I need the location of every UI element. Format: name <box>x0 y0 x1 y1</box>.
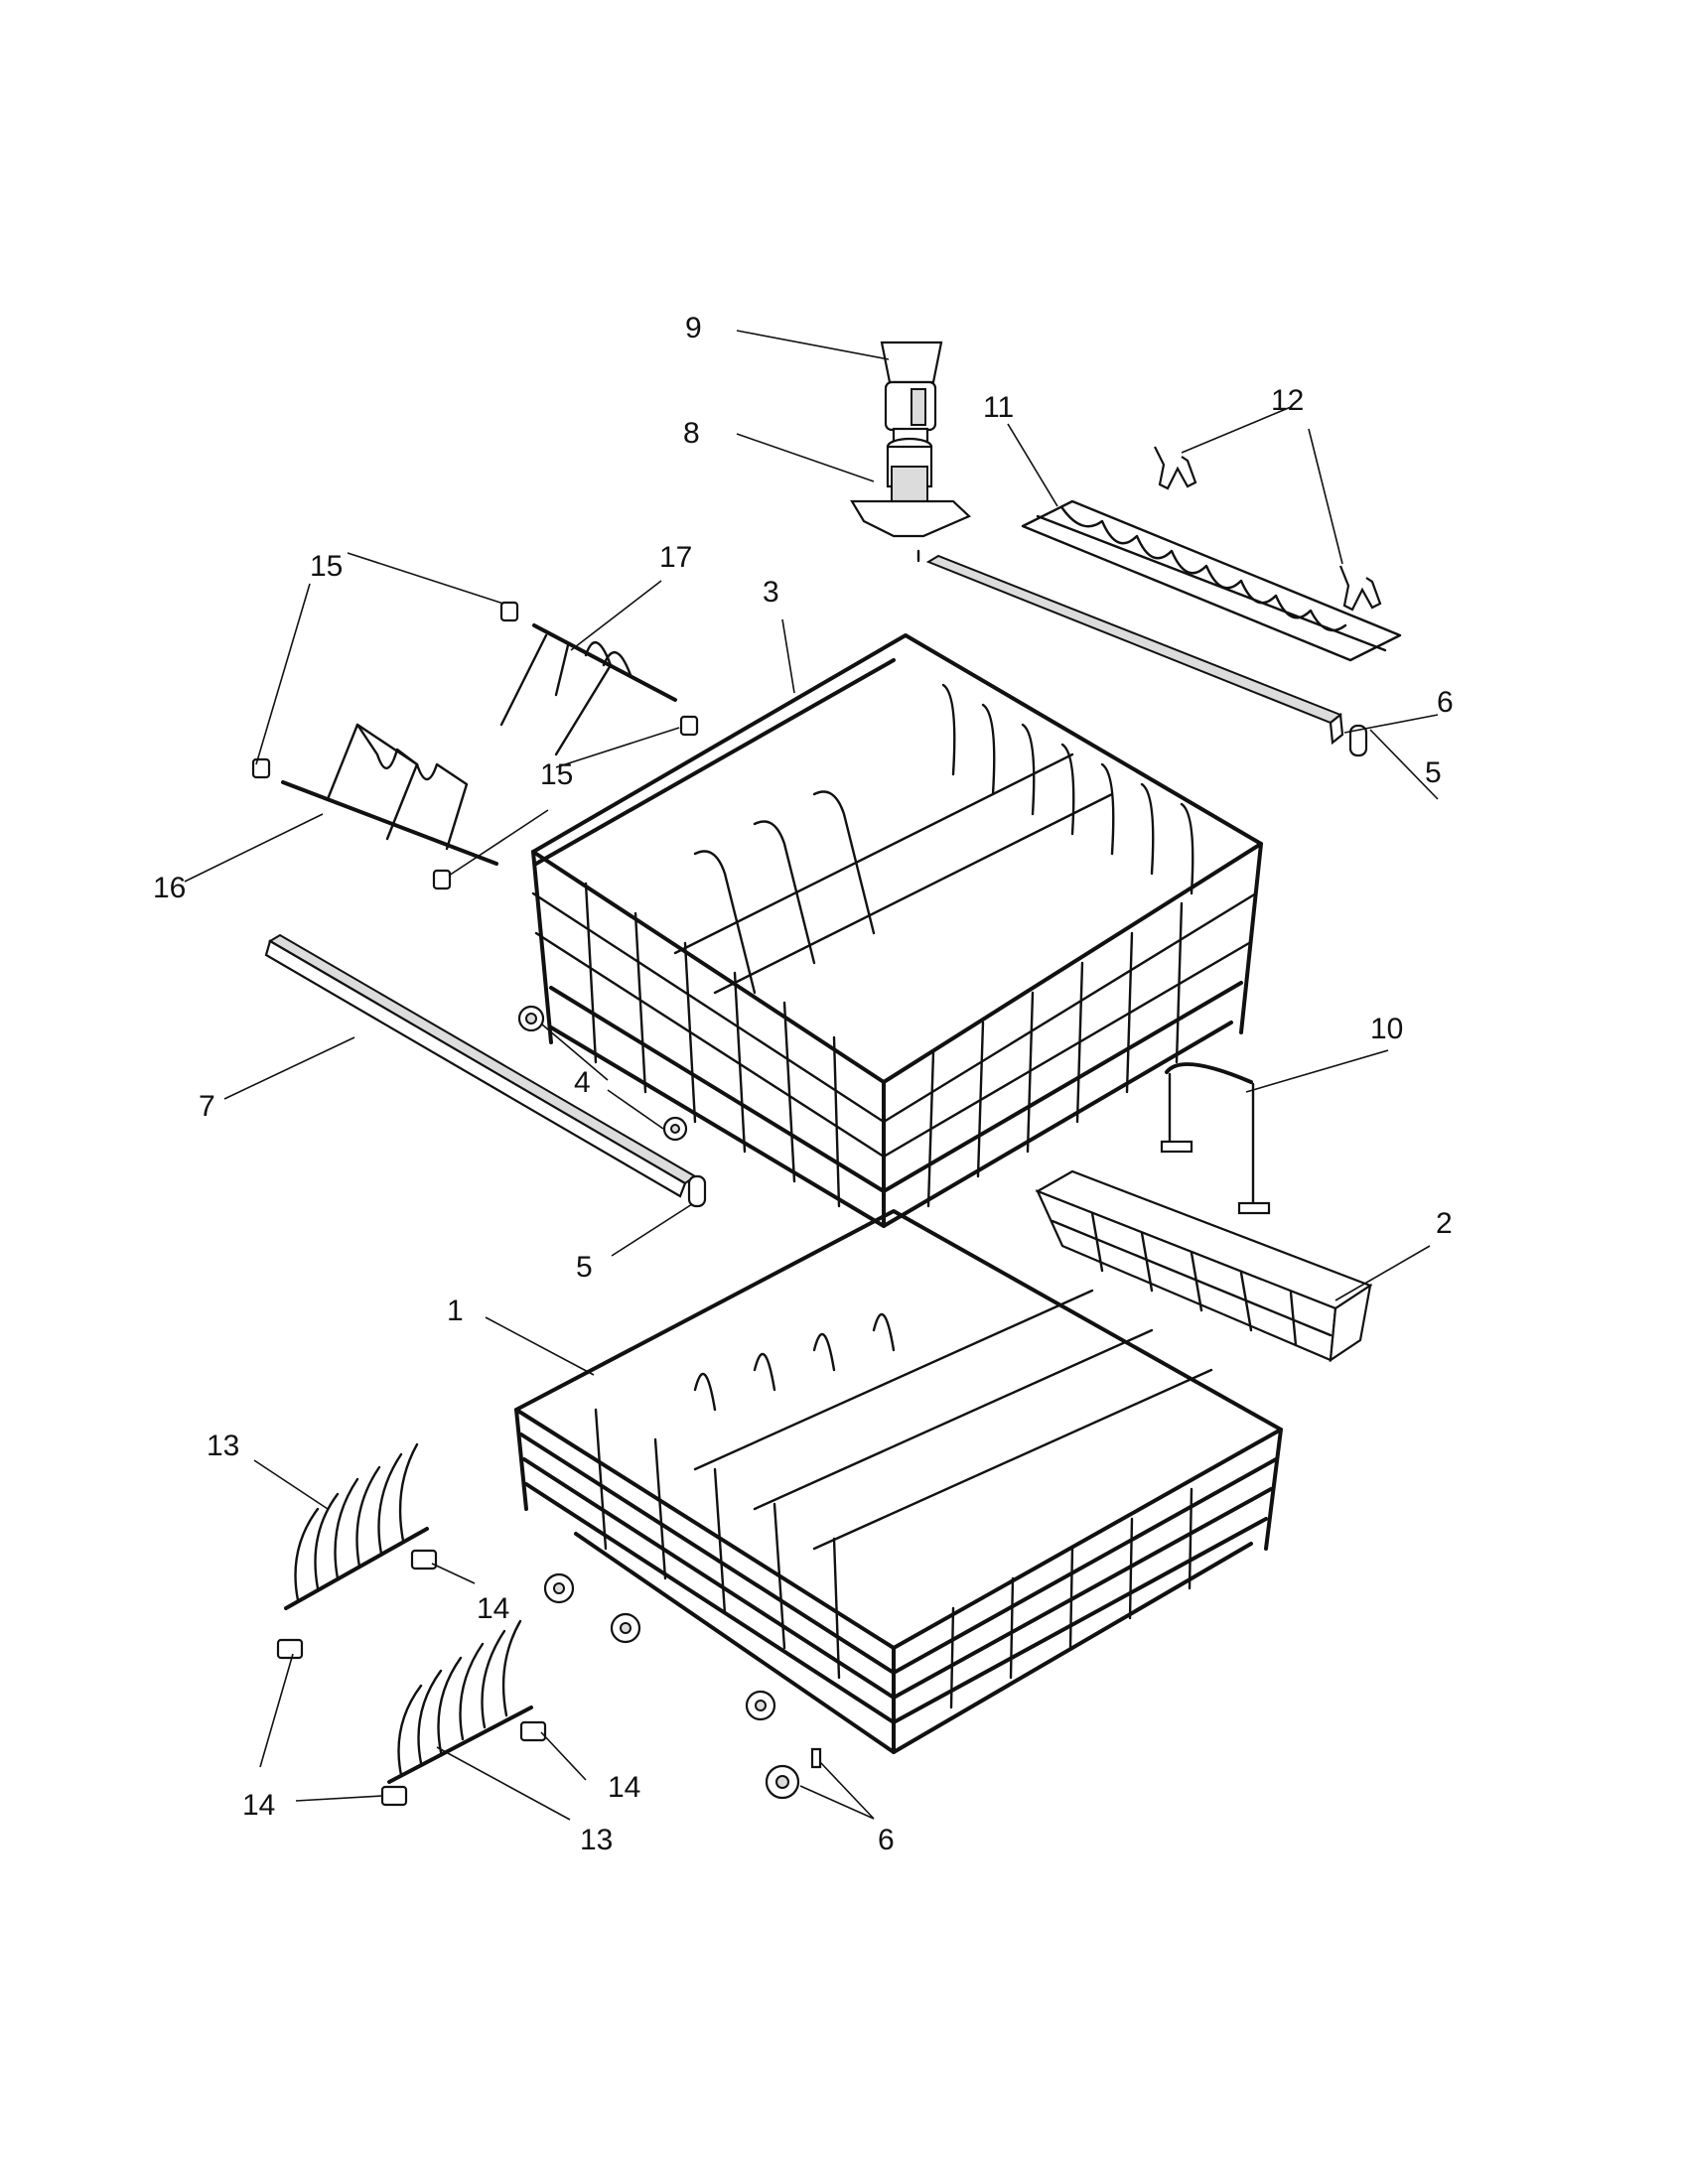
part-11-shelf-rack <box>1021 499 1402 662</box>
part-15-clip-c <box>251 757 271 779</box>
part-8-tube-base <box>850 437 971 563</box>
callout-9: 9 <box>685 312 702 344</box>
part-14-clip-a <box>410 1549 438 1570</box>
part-6-rail-left <box>264 933 697 1198</box>
callout-14a: 14 <box>477 1592 509 1625</box>
callout-15a: 15 <box>310 550 343 583</box>
part-15-clip-b <box>679 715 699 737</box>
part-15-clip-d <box>432 869 452 890</box>
part-12-clip-upper <box>1154 446 1197 490</box>
part-3-upper-rack <box>531 633 1263 1228</box>
callout-7: 6 <box>878 1824 895 1856</box>
callout-2: 2 <box>1436 1207 1453 1240</box>
callout-10: 10 <box>1370 1013 1403 1045</box>
part-5-stop-upper <box>1348 724 1368 757</box>
callout-5a: 5 <box>1425 756 1442 789</box>
part-1-lower-rack <box>514 1209 1283 1754</box>
lower-rack-wheel-a <box>543 1572 575 1604</box>
callout-6a: 6 <box>1437 686 1454 719</box>
callout-6b: 7 <box>199 1090 215 1123</box>
callout-13a: 13 <box>207 1430 239 1462</box>
callout-5b: 5 <box>576 1251 593 1284</box>
callout-3: 3 <box>763 576 779 609</box>
callout-4: 4 <box>574 1066 591 1099</box>
callout-11: 11 <box>983 391 1014 424</box>
part-6-rail-upper <box>925 554 1344 746</box>
part-12-clip-lower <box>1338 565 1382 612</box>
callout-16: 16 <box>153 872 186 904</box>
part-13-tine-row-upper <box>284 1442 429 1610</box>
callout-15b: 15 <box>540 758 573 791</box>
part-4-wheel-a <box>517 1005 545 1032</box>
part-4-wheel-b <box>662 1116 688 1142</box>
callout-1: 1 <box>447 1295 464 1327</box>
part-5-stop-left <box>687 1174 707 1208</box>
part-13-tine-row-lower <box>387 1619 533 1784</box>
callout-14b: 14 <box>242 1789 275 1822</box>
callout-14c: 14 <box>608 1771 640 1804</box>
lower-rack-wheel-b <box>610 1612 641 1644</box>
callout-12: 12 <box>1271 384 1304 417</box>
leader-lines <box>184 330 1439 1821</box>
callout-13b: 13 <box>580 1824 613 1856</box>
lower-rack-wheel-c <box>745 1690 776 1721</box>
callout-labels: 9 8 11 12 17 3 15 15 16 6 5 7 4 10 5 2 1… <box>153 312 1454 1856</box>
part-14-clip-d <box>380 1785 408 1807</box>
part-14-clip-b <box>276 1638 304 1660</box>
callout-17: 17 <box>659 541 692 574</box>
part-14-clip-c <box>519 1720 547 1742</box>
callout-8: 8 <box>683 417 700 450</box>
part-2-silverware-basket <box>1035 1169 1373 1363</box>
part-15-clip-a <box>499 601 519 622</box>
part-10-basket-handle <box>1160 1062 1271 1215</box>
part-7-wheel <box>765 1747 822 1800</box>
part-17-tine-row <box>499 623 677 756</box>
part-16-tine-row <box>281 723 498 866</box>
